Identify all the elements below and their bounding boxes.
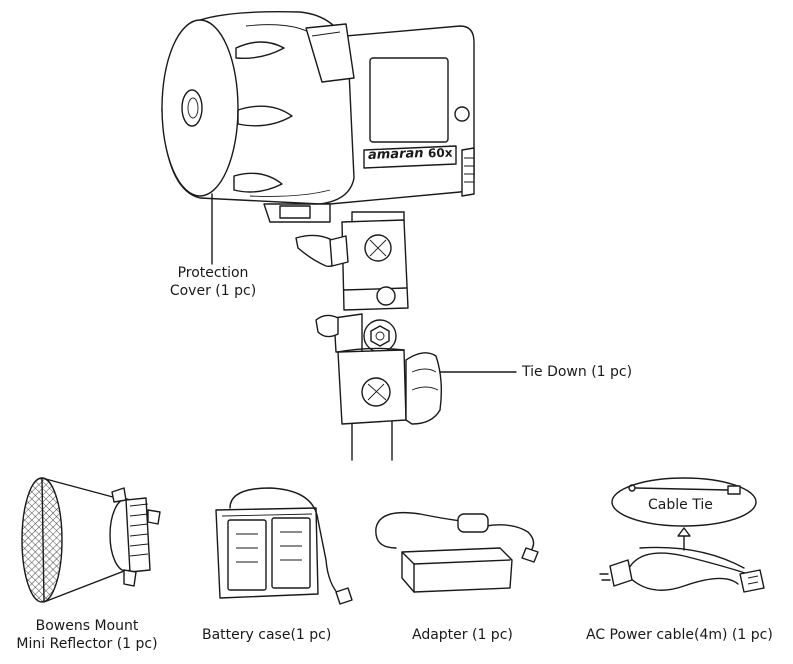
protection-cover-label-line-1: Protection: [177, 265, 249, 281]
protection-cover-label: Protection Cover (1 pc): [160, 264, 266, 300]
callout-lines: [212, 194, 516, 372]
brand-mark: amaran: [367, 146, 424, 163]
battery-case-drawing: [216, 488, 352, 604]
arrow: [678, 528, 690, 550]
cable-tie-label: Cable Tie: [648, 497, 713, 513]
cable-tie-drawing: [612, 478, 756, 526]
tie-down-label: Tie Down (1 pc): [522, 364, 633, 380]
reflector-drawing: [22, 478, 160, 602]
ac-power-cable-label: AC Power cable(4m) (1 pc): [586, 627, 773, 643]
model-mark: 60x: [427, 145, 453, 161]
bowens-reflector-label-line-1: Bowens Mount: [35, 618, 139, 634]
adapter-drawing: [376, 513, 538, 592]
battery-case-label: Battery case(1 pc): [202, 627, 332, 643]
bracket: [296, 212, 441, 460]
adapter-label: Adapter (1 pc): [412, 627, 513, 643]
light-head: [162, 12, 474, 222]
bowens-reflector-label-line-2: Mini Reflector (1 pc): [16, 636, 158, 652]
bowens-reflector-label: Bowens Mount Mini Reflector (1 pc): [4, 617, 170, 653]
ac-cable-drawing: [600, 547, 764, 592]
protection-cover-label-line-2: Cover (1 pc): [169, 283, 257, 299]
